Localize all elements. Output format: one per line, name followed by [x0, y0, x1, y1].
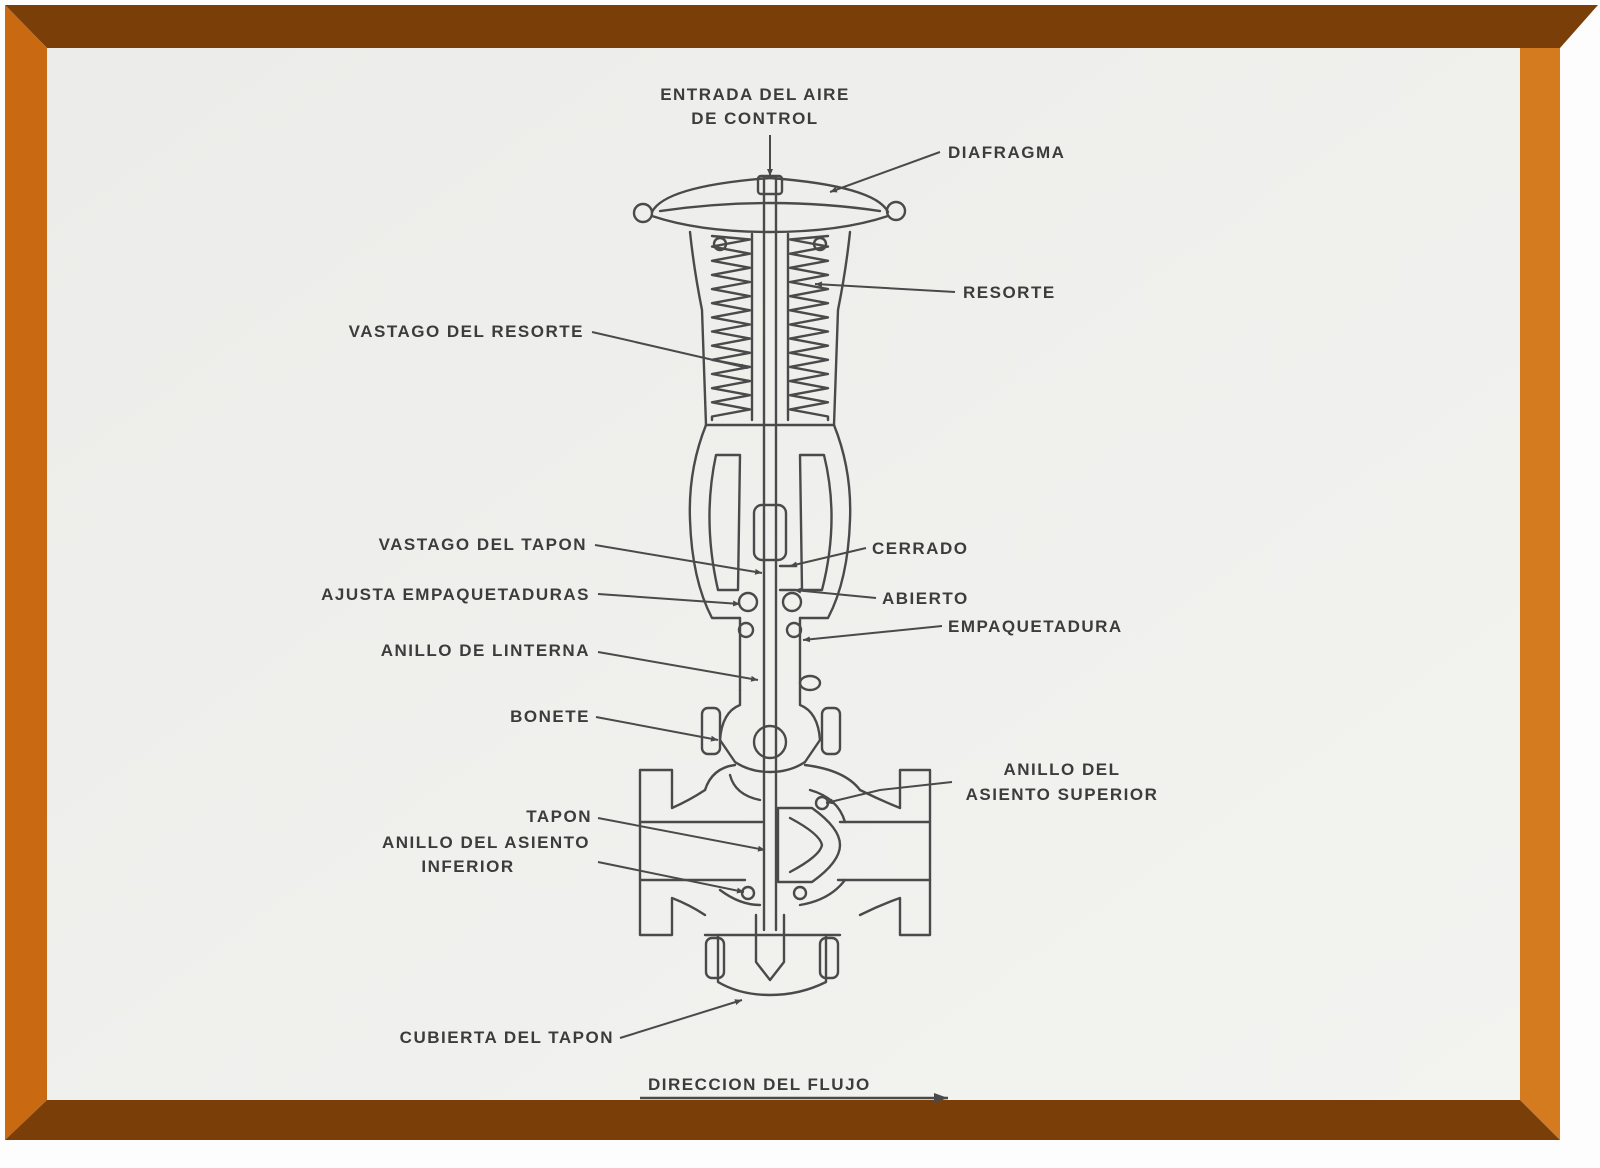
label-lower-seat-line1: ANILLO DEL ASIENTO — [382, 833, 590, 852]
frame-right-band — [1520, 48, 1560, 1140]
label-air-inlet-line2: DE CONTROL — [691, 109, 818, 128]
label-air-inlet-line1: ENTRADA DEL AIRE — [660, 85, 850, 104]
label-upper-seat-line2: ASIENTO SUPERIOR — [966, 785, 1159, 804]
frame-bottom-band — [5, 1100, 1560, 1140]
leader-plug — [597, 817, 766, 852]
bonnet — [718, 688, 822, 774]
spring-right-coil — [788, 234, 830, 422]
yoke-right-window — [798, 453, 833, 592]
casing-lug-right — [885, 200, 907, 222]
cover-bolt-left — [704, 936, 726, 980]
leader-lines — [591, 135, 956, 1103]
label-plug-cover: CUBIERTA DEL TAPON — [400, 1028, 614, 1047]
label-bonnet: BONETE — [510, 707, 590, 726]
plug-contour — [788, 816, 824, 874]
leader-spring — [814, 281, 956, 293]
packing-nut-right — [781, 591, 803, 613]
packing-ring-right — [785, 621, 803, 639]
label-plug-stem: VASTAGO DEL TAPON — [379, 535, 587, 554]
casing-lug-left — [632, 202, 654, 224]
label-lantern-ring: ANILLO DE LINTERNA — [381, 641, 590, 660]
packing-ring-left — [737, 621, 755, 639]
label-diaphragm: DIAFRAGMA — [948, 143, 1065, 162]
body-left-flange — [638, 768, 707, 937]
leader-packing-adjust — [597, 593, 741, 607]
yoke-left-window — [708, 453, 742, 592]
bonnet-bolt-right — [820, 706, 842, 756]
frame-top-band — [5, 5, 1598, 48]
leader-lower-seat — [597, 861, 745, 894]
label-lower-seat-line2: INFERIOR — [421, 857, 514, 876]
spring-left-coil — [710, 234, 752, 422]
cover-bolt-right — [818, 936, 840, 980]
label-upper-seat-line1: ANILLO DEL — [1004, 760, 1121, 779]
leader-spring-stem — [591, 331, 749, 370]
plug — [776, 806, 842, 884]
spring-housing-left-wall — [688, 230, 708, 427]
plug-guide — [754, 913, 786, 982]
leader-diaphragm — [829, 151, 941, 193]
leader-bonnet — [595, 716, 719, 742]
spring-top-cap-left — [712, 236, 728, 252]
label-closed: CERRADO — [872, 539, 968, 558]
part-labels: ENTRADA DEL AIRE DE CONTROL DIAFRAGMA RE… — [321, 85, 1159, 1094]
label-open: ABIERTO — [882, 589, 969, 608]
leader-lantern-ring — [597, 651, 759, 682]
plug-cover — [716, 933, 828, 997]
diaphragm — [658, 201, 882, 213]
label-packing-adjust: AJUSTA EMPAQUETADURAS — [321, 585, 590, 604]
leader-packing — [802, 625, 943, 643]
stem-connector — [752, 503, 788, 562]
leader-plug-cover — [619, 999, 743, 1039]
lower-seat-ring-right — [792, 885, 808, 901]
label-spring: RESORTE — [963, 283, 1056, 302]
control-valve-drawing — [632, 174, 932, 997]
leader-plug-stem — [594, 544, 763, 575]
leader-closed — [789, 547, 867, 568]
label-spring-stem: VASTAGO DEL RESORTE — [349, 322, 584, 341]
body-upper-wall — [703, 763, 862, 792]
label-flow-direction: DIRECCION DEL FLUJO — [648, 1075, 871, 1094]
label-plug: TAPON — [526, 807, 592, 826]
lantern-ring — [798, 674, 822, 692]
yoke-right-leg — [798, 423, 852, 620]
body-right-flange — [858, 768, 932, 937]
spring-top-cap-right — [812, 236, 828, 252]
leader-upper-seat — [825, 781, 953, 805]
spring-housing-right-wall — [832, 230, 852, 427]
diaphragm-casing-bottom — [650, 214, 890, 234]
bonnet-bolt-left — [700, 706, 722, 756]
bonnet-boss — [752, 724, 788, 760]
label-packing: EMPAQUETADURA — [948, 617, 1123, 636]
leader-open — [793, 587, 877, 599]
diaphragm-casing-top — [650, 176, 890, 214]
frame-left-band — [5, 5, 47, 1140]
